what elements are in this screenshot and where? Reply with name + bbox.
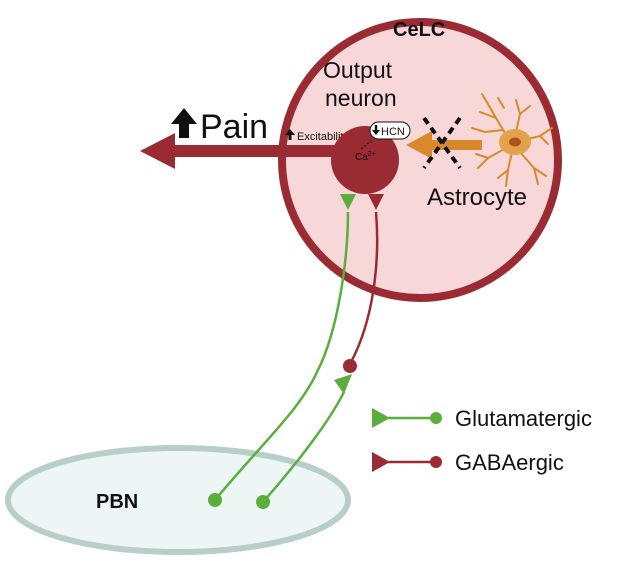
gabaergic-end-terminal <box>343 359 357 373</box>
output-neuron-soma <box>331 126 399 194</box>
pain-up-arrow-icon <box>171 108 197 138</box>
legend-glutamatergic-arrow-icon <box>372 408 390 428</box>
pain-label: Pain <box>200 108 268 146</box>
celc-region <box>278 18 562 302</box>
calcium-label: Ca2+ <box>355 151 376 163</box>
legend-gabaergic-label: GABAergic <box>455 450 564 475</box>
legend-gabaergic: GABAergic <box>372 450 564 475</box>
output-neuron-label-line2: neuron <box>325 85 397 111</box>
glutamatergic-projection-1 <box>214 211 350 501</box>
glutamatergic-terminal-2 <box>334 374 352 394</box>
astrocyte-nucleus <box>509 137 521 147</box>
gabaergic-projection <box>348 211 379 365</box>
pbn-label: PBN <box>96 491 138 513</box>
output-neuron-label-line1: Output <box>323 57 393 83</box>
glutamatergic-origin-2 <box>256 495 270 509</box>
hcn-down-arrow-icon <box>372 125 380 135</box>
celc-label: CeLC <box>393 19 445 41</box>
astrocyte-icon <box>471 93 553 187</box>
glutamatergic-origin-1 <box>208 493 222 507</box>
excitability-label: Excitability <box>297 131 349 143</box>
pbn-region <box>5 445 351 555</box>
astrocyte-label: Astrocyte <box>427 184 527 211</box>
legend-glutamatergic: Glutamatergic <box>372 406 592 431</box>
astrocyte-arrow-shaft <box>430 140 482 150</box>
pain-arrow-shaft <box>168 145 348 157</box>
pain-arrow-head <box>140 133 175 169</box>
hcn-ca-link <box>359 139 373 151</box>
excitability-up-arrow-icon <box>285 129 295 140</box>
block-cross-icon <box>422 116 462 170</box>
legend-gabaergic-arrow-icon <box>372 452 390 472</box>
legend-glutamatergic-label: Glutamatergic <box>455 406 592 431</box>
hcn-label: HCN <box>381 126 405 138</box>
glutamatergic-terminal-1 <box>340 194 356 210</box>
hcn-badge <box>369 121 411 140</box>
glutamatergic-projection-2 <box>262 391 346 503</box>
gabaergic-origin-terminal <box>368 194 384 210</box>
astrocyte-arrow-head <box>406 131 432 159</box>
